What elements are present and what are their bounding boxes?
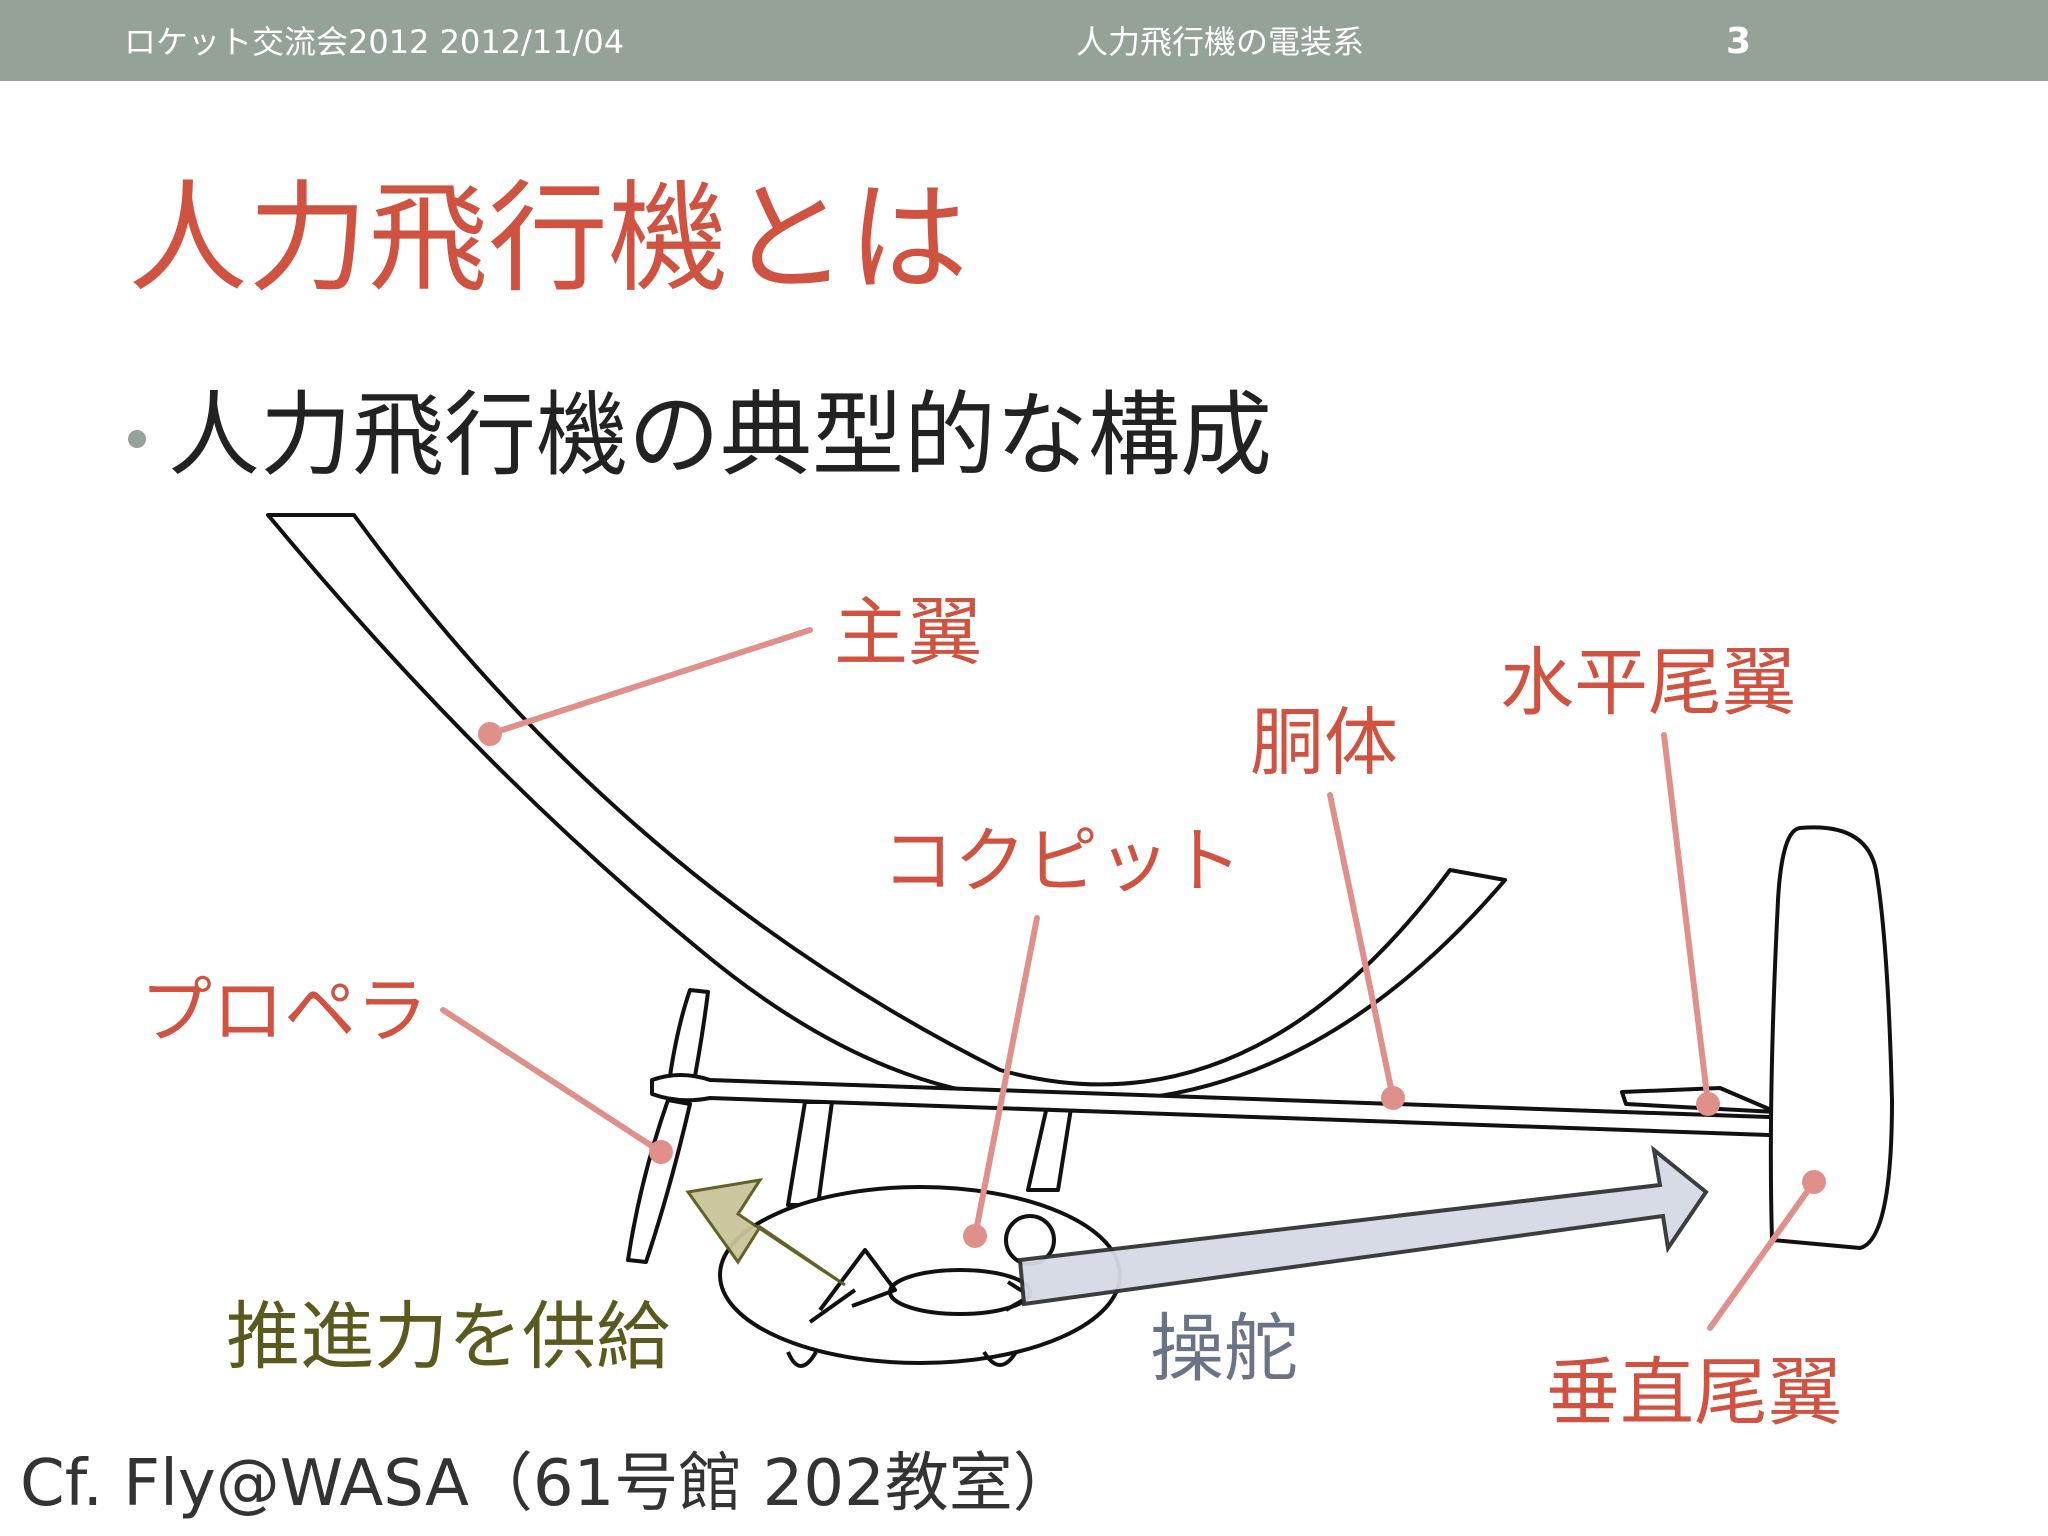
dot-fuselage	[1381, 1086, 1405, 1110]
leader-dots	[478, 722, 1826, 1248]
thrust-arrow	[685, 1177, 846, 1287]
label-vertical-tail: 垂直尾翼	[1546, 1350, 1842, 1436]
leader-horizontal-tail	[1661, 732, 1711, 1107]
label-steering: 操舵	[1150, 1306, 1298, 1392]
leader-propeller	[440, 1007, 664, 1155]
dot-propeller	[649, 1140, 673, 1164]
vertical-tail	[1768, 825, 1894, 1250]
dot-main-wing	[478, 722, 502, 746]
label-thrust: 推進力を供給	[226, 1294, 670, 1380]
strut-front	[786, 1100, 834, 1207]
label-cockpit: コクピット	[882, 819, 1242, 903]
page-number: 3	[1726, 21, 1752, 62]
slide-title: 人力飛行機とは	[128, 170, 968, 309]
rear-wheel	[982, 1350, 1018, 1367]
dot-cockpit	[963, 1224, 987, 1248]
main-wing	[266, 513, 1507, 1104]
propeller-lower-blade	[626, 1098, 692, 1264]
leader-vertical-tail	[1707, 1179, 1817, 1331]
leader-lines	[440, 627, 1817, 1331]
reference-note: Cf. Fly@WASA（61号館 202教室）	[20, 1447, 1077, 1521]
bullet-dot	[128, 430, 146, 448]
label-fuselage: 胴体	[1250, 700, 1398, 786]
pilot-legs	[808, 1248, 897, 1324]
strut-rear	[1026, 1100, 1074, 1192]
leader-fuselage	[1327, 792, 1396, 1101]
leader-main-wing	[487, 627, 813, 737]
leader-cockpit	[972, 915, 1040, 1239]
header-bar: ロケット交流会2012 2012/11/04 人力飛行機の電装系 3	[0, 0, 2048, 81]
label-main-wing: 主翼	[834, 590, 982, 676]
header-event-date: ロケット交流会2012 2012/11/04	[124, 23, 625, 61]
label-propeller: プロペラ	[140, 969, 428, 1053]
bullet-text: 人力飛行機の典型的な構成	[168, 382, 1273, 489]
front-wheel	[786, 1350, 818, 1368]
dot-vertical-tail	[1802, 1170, 1826, 1194]
dot-horizontal-tail	[1696, 1092, 1720, 1116]
steering-arrow	[1017, 1145, 1709, 1307]
label-horizontal-tail: 水平尾翼	[1500, 640, 1796, 726]
header-presentation-title: 人力飛行機の電装系	[1076, 23, 1365, 61]
